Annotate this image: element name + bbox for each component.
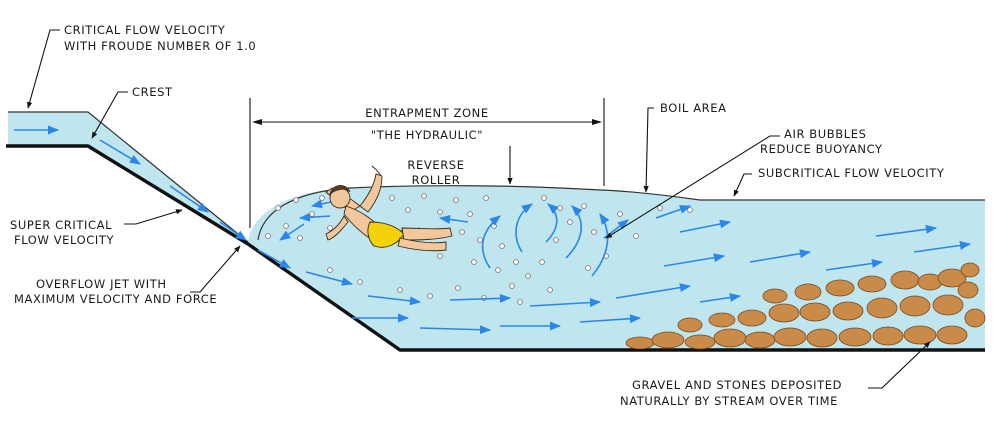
gravel-deposit (625, 262, 986, 350)
label-reverse-roller-line1: REVERSE (407, 158, 464, 172)
water-body (8, 112, 985, 350)
swimmer-figure (325, 165, 453, 252)
label-gravel-line1: GRAVEL AND STONES DEPOSITED (632, 378, 842, 392)
label-subcritical: SUBCRITICAL FLOW VELOCITY (758, 166, 945, 180)
label-entrapment-zone: ENTRAPMENT ZONE (365, 106, 489, 120)
label-overflow-line1: OVERFLOW JET WITH (36, 277, 167, 291)
label-critical-flow-line1: CRITICAL FLOW VELOCITY (64, 23, 226, 37)
label-air-bubbles-line1: AIR BUBBLES (784, 127, 867, 141)
roller-surface (257, 185, 985, 241)
label-the-hydraulic: "THE HYDRAULIC" (371, 128, 483, 142)
label-air-bubbles-line2: REDUCE BUOYANCY (760, 142, 883, 156)
label-critical-flow-line2: WITH FROUDE NUMBER OF 1.0 (64, 39, 256, 53)
dam-and-bed (6, 144, 985, 352)
air-bubbles (265, 193, 693, 305)
entrapment-zone-dimension (249, 98, 605, 228)
label-supercritical-line2: FLOW VELOCITY (14, 233, 115, 247)
label-supercritical-line1: SUPER CRITICAL (10, 218, 112, 232)
label-gravel-line2: NATURALLY BY STREAM OVER TIME (620, 394, 838, 408)
label-overflow-line2: MAXIMUM VELOCITY AND FORCE (14, 292, 217, 306)
label-boil-area: BOIL AREA (660, 101, 727, 115)
label-crest: CREST (132, 85, 173, 99)
leader-lines (27, 29, 931, 389)
label-reverse-roller-line2: ROLLER (412, 173, 461, 187)
upstream-surface (8, 111, 249, 243)
